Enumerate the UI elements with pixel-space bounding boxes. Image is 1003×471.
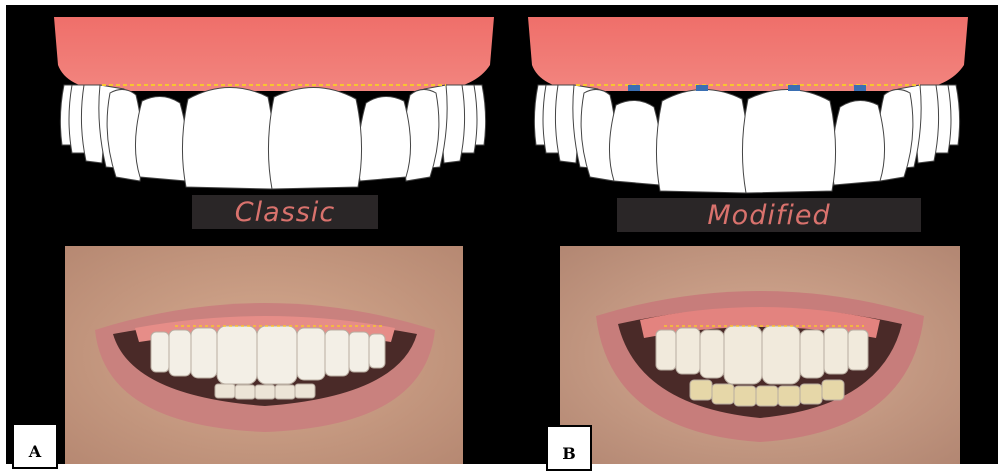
panel-letter-a: A	[12, 423, 58, 469]
modified-label-bar: Modified	[617, 198, 921, 232]
zenith-marker-central-left	[696, 85, 708, 91]
tooth-lateral-left	[135, 96, 188, 181]
tooth-central-right	[742, 89, 835, 193]
classic-smile-photo	[65, 246, 463, 464]
tooth-lateral-right	[832, 100, 885, 185]
zenith-marker-lateral-right	[854, 85, 866, 91]
modified-label: Modified	[707, 200, 830, 231]
tooth-lateral-right	[358, 96, 411, 181]
zenith-marker-lateral-left	[628, 85, 640, 91]
panel-letter-b: B	[546, 425, 592, 471]
gum	[54, 17, 494, 91]
tooth-lateral-left	[609, 100, 662, 185]
tooth-central-left	[656, 89, 748, 193]
classic-label-bar: Classic	[192, 195, 378, 229]
tooth-central-left	[182, 87, 274, 189]
panel-modified: Modified	[506, 5, 998, 464]
gum	[528, 17, 968, 91]
zenith-marker-central-right	[788, 85, 800, 91]
classic-label: Classic	[235, 197, 335, 228]
panel-classic: Classic	[6, 5, 496, 464]
modified-gingival-illustration	[506, 5, 998, 200]
modified-smile-photo	[560, 246, 960, 464]
tooth-central-right	[268, 87, 361, 189]
classic-gingival-illustration	[6, 5, 496, 195]
figure-frame: Classic	[6, 5, 998, 464]
